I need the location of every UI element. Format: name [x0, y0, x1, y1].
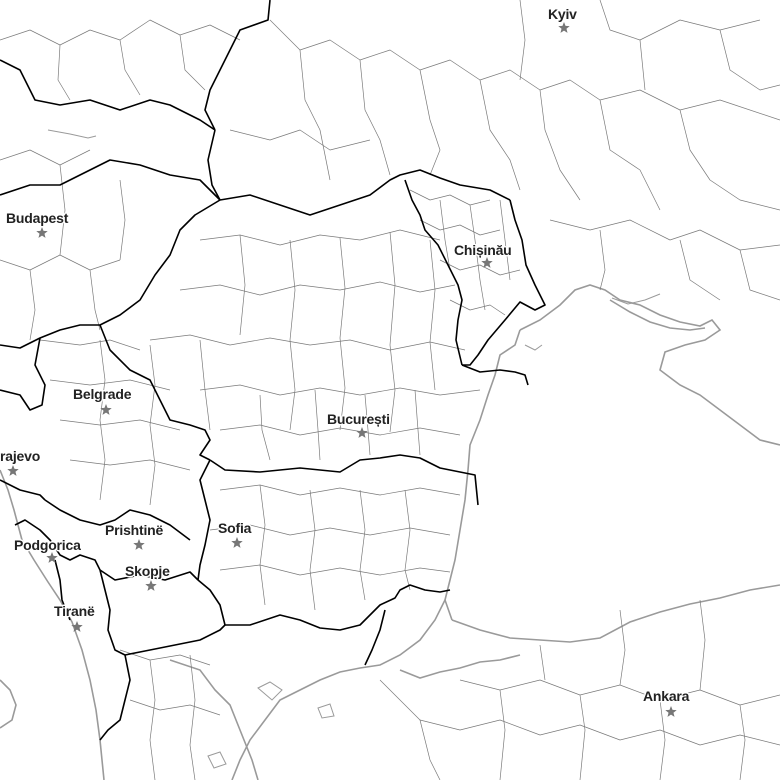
- city-label-tirane[interactable]: Tiranë: [54, 603, 95, 619]
- coastlines: [0, 129, 780, 780]
- city-marker-belgrade-star-icon[interactable]: [100, 404, 112, 415]
- border-slovakia-hungary: [0, 59, 216, 131]
- city-marker-tirane-star-icon[interactable]: [71, 621, 83, 632]
- turkey-north-coast: [451, 584, 780, 643]
- city-marker-sarajevo-star-icon[interactable]: [7, 465, 19, 476]
- city-label-bucuresti[interactable]: București: [327, 411, 390, 427]
- western-black-sea-coast: [444, 329, 521, 621]
- border-romania-bulgaria: [209, 454, 479, 506]
- country-borders: [0, 0, 546, 741]
- border-moldova-ukraine-east: [462, 199, 546, 366]
- border-hungary-romania-west: [99, 199, 221, 326]
- azov-spit: [611, 293, 661, 305]
- border-serbia-bosnia: [0, 337, 46, 411]
- crimea-coastline: [609, 299, 706, 331]
- black-sea-coastline: [519, 284, 780, 446]
- border-kosovo-macedonia: [99, 569, 199, 581]
- border-ukraine-romania-north: [219, 169, 511, 216]
- city-label-kyiv[interactable]: Kyiv: [548, 6, 577, 22]
- city-marker-kyiv-star-icon[interactable]: [558, 22, 570, 33]
- border-north-ukraine-poland: [204, 0, 271, 131]
- border-romania-ukraine-delta: [461, 364, 529, 386]
- city-label-podgorica[interactable]: Podgorica: [14, 537, 81, 553]
- border-macedonia-greece: [124, 624, 226, 656]
- border-albania-greece: [99, 654, 131, 741]
- border-greece-turkey-east: [364, 609, 386, 666]
- city-label-ankara[interactable]: Ankara: [643, 688, 690, 704]
- aegean-island-2: [317, 703, 335, 719]
- city-marker-podgorica-star-icon[interactable]: [46, 552, 58, 563]
- border-montenegro-albania: [14, 519, 101, 571]
- city-marker-chisinau-star-icon[interactable]: [481, 257, 493, 268]
- italy-coast: [0, 679, 17, 729]
- border-albania-macedonia: [99, 569, 126, 656]
- city-marker-ankara-star-icon[interactable]: [665, 706, 677, 717]
- bosporus-marmara-coast: [231, 599, 446, 780]
- city-marker-sofia-star-icon[interactable]: [231, 537, 243, 548]
- aegean-island: [257, 681, 283, 701]
- marmara-south-coast: [399, 654, 521, 679]
- border-bulgaria-greece-turkey: [197, 579, 451, 631]
- aegean-island-3: [207, 751, 227, 769]
- city-label-sofia[interactable]: Sofia: [218, 520, 252, 536]
- city-markers: [7, 22, 677, 717]
- border-hungary-romania-ukraine: [207, 129, 221, 201]
- city-marker-bucuresti-star-icon[interactable]: [356, 427, 368, 438]
- border-romania-moldova: [404, 179, 463, 366]
- city-label-budapest[interactable]: Budapest: [6, 210, 69, 226]
- border-albania-montenegro-west: [54, 559, 71, 621]
- border-serbia-bulgaria: [197, 459, 211, 581]
- border-serbia-montenegro-kosovo: [44, 499, 191, 541]
- adriatic-coast: [0, 469, 105, 780]
- city-label-sarajevo[interactable]: rajevo: [0, 448, 41, 464]
- city-label-belgrade[interactable]: Belgrade: [73, 386, 132, 402]
- aegean-coast: [169, 659, 259, 780]
- city-label-prishtine[interactable]: Prishtinë: [105, 522, 164, 538]
- city-marker-prishtine-star-icon[interactable]: [133, 539, 145, 550]
- border-hungary-serbia: [0, 324, 100, 349]
- city-label-skopje[interactable]: Skopje: [125, 563, 170, 579]
- border-hungary-austria: [0, 159, 221, 201]
- danube-delta-lagoon: [524, 344, 543, 351]
- border-romania-serbia: [99, 324, 211, 461]
- city-marker-budapest-star-icon[interactable]: [36, 227, 48, 238]
- border-bosnia-montenegro: [0, 479, 46, 501]
- city-label-chisinau[interactable]: Chișinău: [454, 242, 512, 258]
- lake-balaton: [47, 129, 97, 139]
- city-marker-skopje-star-icon[interactable]: [145, 580, 157, 591]
